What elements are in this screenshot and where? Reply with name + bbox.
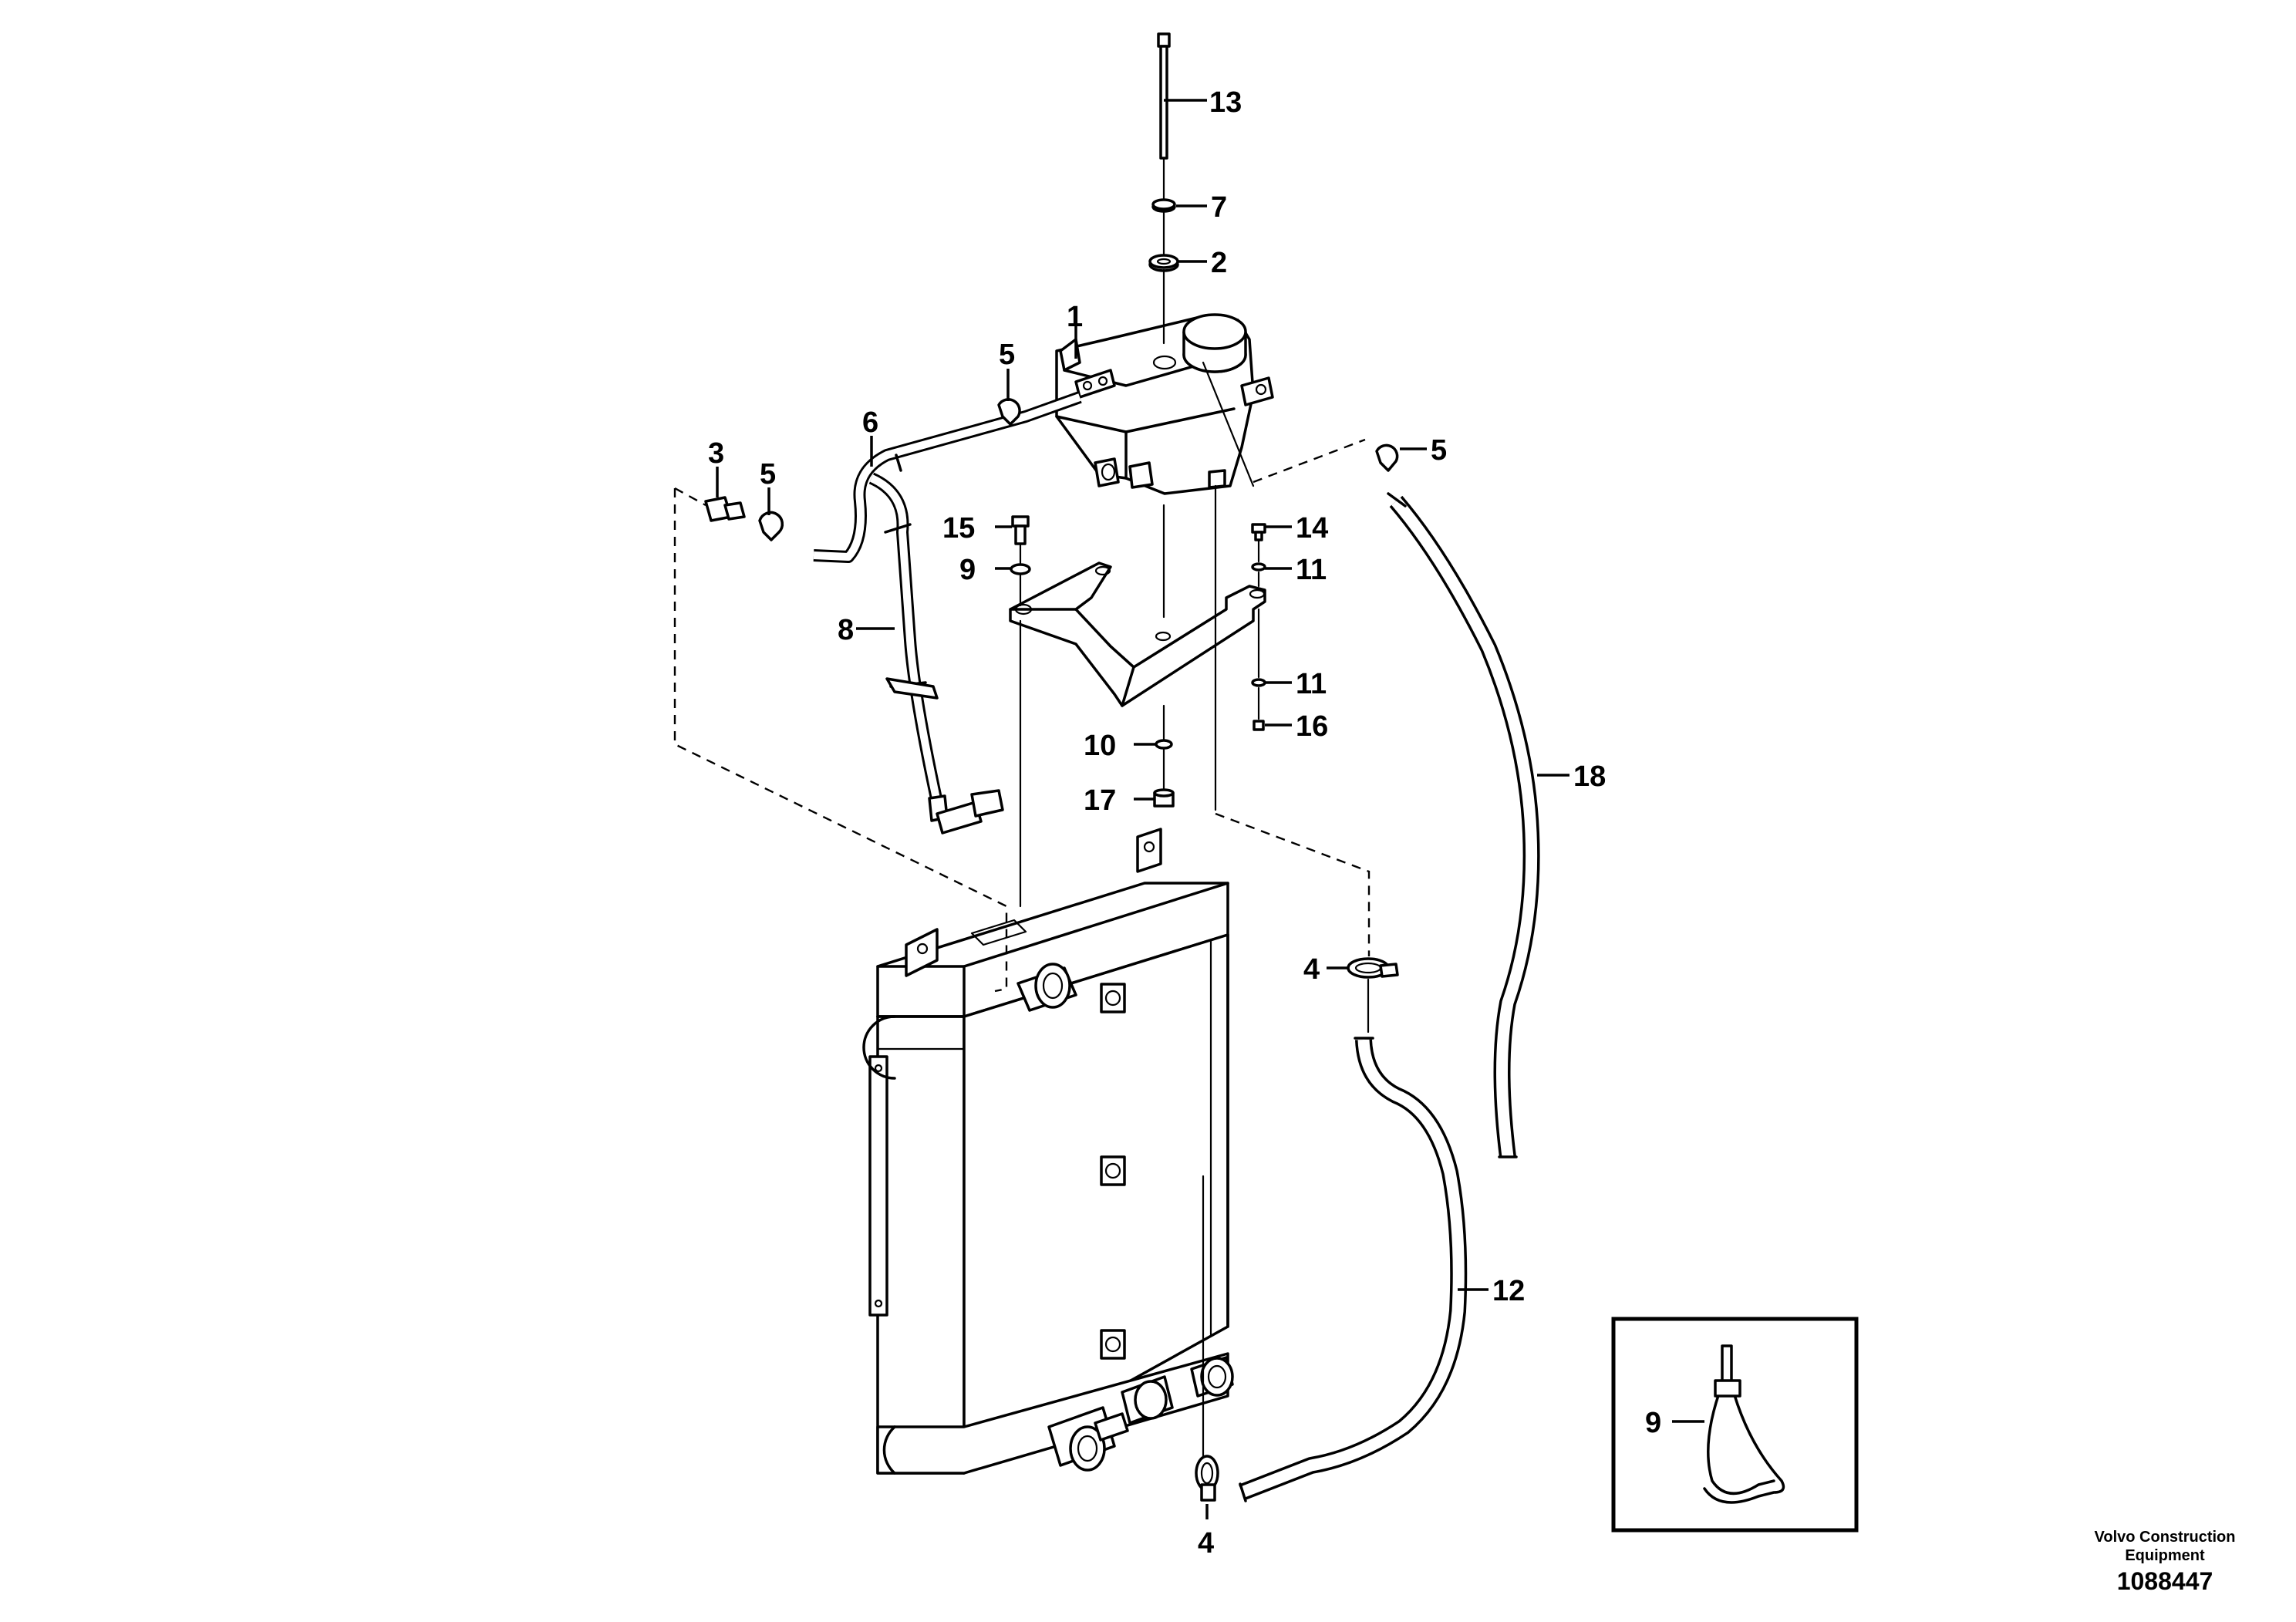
label-5-left: 5: [760, 458, 776, 491]
radiator: [862, 828, 1234, 1475]
label-10: 10: [1084, 730, 1116, 762]
nut-16: [1153, 788, 1175, 808]
hose-17: [1239, 1037, 1468, 1502]
caption-company-line2: Equipment: [2125, 1547, 2205, 1564]
label-1: 1: [1067, 301, 1083, 333]
clamp-4-bottom: [1195, 1455, 1219, 1502]
expansion-tank: [1055, 313, 1274, 495]
radiator-bracket-top: [1100, 983, 1126, 1013]
radiator-bracket-mid: [1100, 1155, 1126, 1186]
label-4-bottom: 4: [1198, 1527, 1214, 1560]
label-9-top: 7: [1211, 191, 1227, 224]
label-4-top: 4: [1303, 953, 1320, 986]
label-16: 17: [1084, 784, 1116, 817]
mounting-bracket: [1009, 561, 1266, 707]
washer-10: [1155, 739, 1173, 750]
label-9-left: 9: [959, 554, 976, 586]
label-11-top: 11: [1296, 554, 1327, 586]
hose-clip: [885, 677, 939, 700]
illustration-number: 1088447: [2116, 1567, 2213, 1595]
label-17: 12: [1492, 1275, 1525, 1307]
clamp-5-left: [758, 511, 784, 541]
label-6: 6: [862, 406, 878, 439]
label-7: 8: [838, 614, 854, 646]
hose-7: [868, 472, 943, 804]
bolt-12: [1157, 32, 1171, 160]
washer-9-left: [1010, 563, 1031, 575]
label-5-right: 5: [1431, 434, 1447, 467]
hose-18: [1387, 492, 1540, 1158]
clamp-5-right: [1375, 443, 1399, 472]
label-8: 9: [1645, 1407, 1661, 1439]
hose-6: [813, 391, 1082, 563]
clamp-4-top: [1347, 957, 1399, 979]
bolt-13: [1251, 523, 1266, 541]
label-18: 18: [1573, 760, 1606, 793]
label-13: 14: [1296, 512, 1328, 545]
label-14: 15: [942, 512, 975, 545]
label-3: 3: [708, 437, 724, 470]
fitting-3: [704, 496, 746, 522]
part-labels: 13 7 2 1 5 6 3 5 8 15 9 14 11 11 16 10 1…: [708, 86, 1661, 1560]
caption-company-line1: Volvo Construction: [2094, 1529, 2236, 1546]
label-12: 13: [1209, 86, 1242, 119]
label-2: 2: [1211, 247, 1227, 279]
label-11-low: 11: [1296, 668, 1327, 700]
leader-lines: [716, 99, 1704, 1519]
washer-11-low: [1251, 678, 1266, 687]
label-15: 16: [1296, 710, 1328, 743]
bolt-14: [1011, 515, 1030, 545]
radiator-bracket-low: [1100, 1329, 1126, 1360]
cable-tie-8: [1703, 1344, 1785, 1504]
caption-company: Volvo Construction Equipment: [2076, 1528, 2254, 1565]
inset-box: [1611, 1317, 1859, 1533]
nut-15: [1253, 720, 1265, 731]
washer-2: [1148, 254, 1179, 272]
washer-11-top: [1251, 562, 1266, 572]
clamp-5-tank: [997, 398, 1021, 426]
label-5-tank: 5: [999, 339, 1015, 371]
